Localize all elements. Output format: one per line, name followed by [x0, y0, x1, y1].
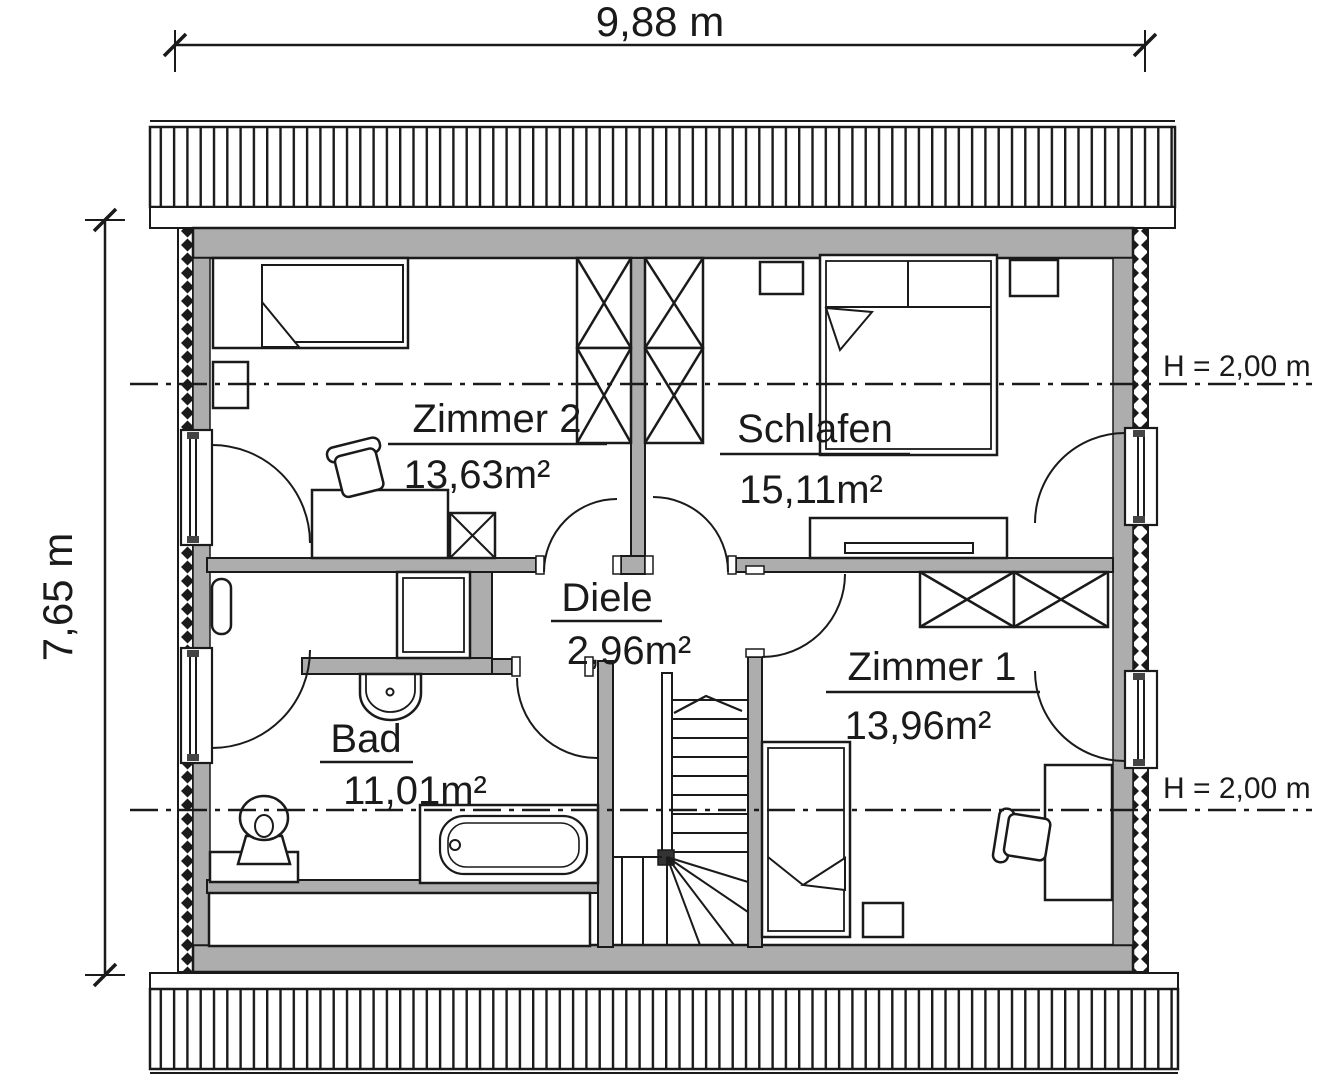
room-label-zimmer2: Zimmer 2 [413, 397, 582, 441]
room-area-zimmer1: 13,96m² [845, 704, 992, 748]
dimension-width [162, 30, 1158, 72]
toilet [208, 794, 300, 884]
height-label-bottom: H = 2,00 m [1163, 772, 1311, 805]
room-label-schlafen: Schlafen [737, 407, 893, 451]
room-label-bad: Bad [330, 717, 401, 761]
stair-railing [661, 672, 673, 856]
box-zimmer2 [448, 511, 497, 560]
height-label-top: H = 2,00 m [1163, 350, 1311, 383]
wall-center-post [620, 555, 646, 575]
door-post [535, 555, 545, 575]
knee-wall-storage [207, 891, 592, 948]
wall-bad-niche [469, 571, 493, 659]
desk-zimmer1 [1043, 763, 1114, 902]
bathtub [418, 803, 600, 885]
stair-direction-arrow [673, 694, 743, 714]
wardrobe-schlafen [643, 256, 705, 445]
wall-schlafen-zimmer1 [735, 557, 1114, 573]
door-arc-zimmer1 [761, 573, 846, 658]
wall-stairwell-left [597, 660, 614, 948]
door-post [644, 555, 654, 575]
wall-right-lining [1112, 257, 1134, 946]
wardrobe-zimmer1 [918, 570, 1110, 629]
room-area-schlafen: 15,11m² [739, 468, 883, 512]
bad-fixtures [208, 570, 600, 885]
wall-left-hatched [177, 227, 194, 973]
bed-zimmer1-inner [767, 747, 845, 932]
room-label-zimmer1: Zimmer 1 [848, 645, 1017, 689]
dimension-width-label: 9,88 m [596, 0, 724, 45]
nightstand-zimmer1 [861, 901, 905, 939]
desk-zimmer2 [310, 488, 450, 560]
wall-top [191, 226, 1135, 260]
stair-steps [672, 699, 748, 853]
dimension-height [85, 207, 125, 988]
stair-winder-steps [613, 856, 749, 946]
shower-inner [402, 577, 465, 653]
roof-eave-top [148, 120, 1177, 229]
nightstand-schlafen-right [1008, 258, 1060, 298]
wall-bad-door-stub [491, 658, 513, 675]
window-zimmer2 [179, 428, 311, 547]
door-post [727, 555, 737, 575]
radiator [210, 577, 233, 636]
windows [179, 426, 1159, 770]
wardrobe-zimmer2 [575, 256, 633, 445]
chair-zimmer1 [991, 807, 1052, 864]
door-arc-bad [516, 677, 598, 759]
door-post [745, 648, 765, 658]
bed-schlafen-blanket-fold [824, 306, 875, 353]
zimmer2-furniture [211, 256, 497, 560]
nightstand-schlafen-left [758, 260, 805, 296]
door-post [511, 656, 521, 677]
sideboard-schlafen-shelf [844, 542, 974, 554]
window-bad [179, 646, 311, 765]
zimmer1-furniture [760, 740, 1114, 939]
window-zimmer1 [1034, 669, 1159, 770]
wardrobes [575, 256, 1110, 629]
sink [358, 672, 423, 722]
room-label-diele: Diele [561, 576, 652, 620]
labels: 9,88 m 7,65 m H = 2,00 m H = 2,00 m Zimm… [34, 0, 1311, 813]
height-lines [130, 382, 1312, 812]
chair-zimmer2 [325, 436, 385, 499]
door-arcs [516, 496, 846, 759]
wall-zimmer2-bad [206, 557, 537, 573]
dimension-height-label: 7,65 m [34, 533, 81, 661]
room-area-zimmer2: 13,63m² [404, 453, 551, 497]
wall-bottom [191, 943, 1135, 974]
wall-bad-partition [301, 657, 493, 675]
bed-zimmer2-blanket-fold [261, 299, 302, 348]
room-area-bad: 11,01m² [343, 769, 487, 813]
bed-zimmer1-blanket-line [767, 856, 804, 886]
door-arc-zimmer2 [543, 498, 618, 573]
wall-right-hatched [1132, 227, 1149, 973]
door-post [745, 565, 765, 575]
roof-eave-bottom [148, 972, 1180, 1074]
bed-zimmer1-blanket-fold [800, 856, 846, 892]
door-post [612, 555, 622, 575]
window-schlafen [1034, 426, 1159, 527]
staircase [613, 672, 749, 946]
wall-stairwell-right [747, 656, 763, 948]
wall-center-vertical [630, 257, 646, 557]
room-area-diele: 2,96m² [567, 629, 692, 673]
door-post [584, 656, 594, 677]
wall-left-lining [192, 257, 211, 946]
door-arc-schlafen [652, 496, 729, 573]
schlafen-furniture [758, 253, 1060, 560]
